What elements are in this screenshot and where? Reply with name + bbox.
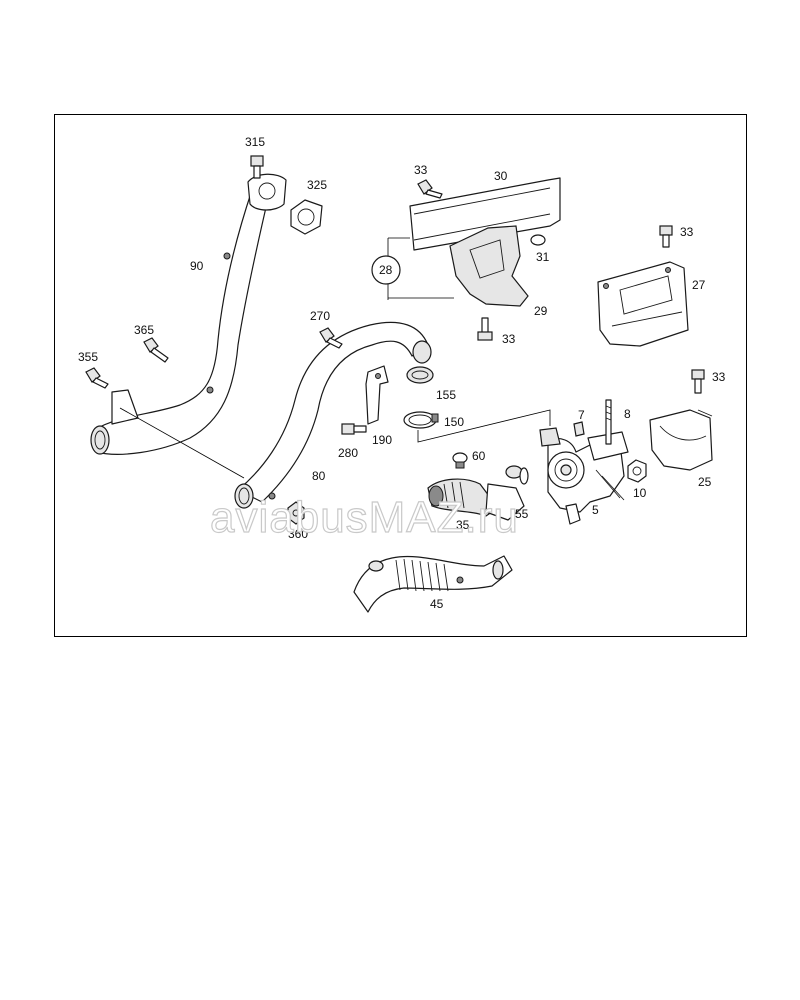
callout-30: 30 [494, 169, 508, 183]
bolt-33-top [417, 179, 443, 199]
heat-shield-25 [649, 409, 713, 471]
pipe-90 [90, 173, 287, 455]
heat-shield-27 [597, 261, 689, 347]
bolt-315 [250, 155, 264, 179]
fitting-7 [573, 421, 585, 437]
callout-190: 190 [372, 433, 392, 447]
callout-33-right-top: 33 [680, 225, 694, 239]
callout-35: 35 [456, 518, 470, 532]
diagram-frame [54, 114, 747, 637]
callout-5: 5 [592, 503, 599, 517]
callout-33-mid: 33 [502, 332, 516, 346]
callout-33-top: 33 [414, 163, 428, 177]
callout-33-right: 33 [712, 370, 726, 384]
callout-270: 270 [310, 309, 330, 323]
pipe-80 [234, 321, 432, 509]
bolt-33-right [691, 369, 705, 394]
callout-355: 355 [78, 350, 98, 364]
hose-55 [485, 465, 529, 521]
bolt-33-right-top [659, 225, 673, 248]
callout-31: 31 [536, 250, 550, 264]
callout-28: 28 [379, 263, 393, 277]
callout-55: 55 [515, 507, 529, 521]
bolt-280 [341, 423, 367, 435]
bracket-190 [365, 365, 389, 425]
clip-31 [530, 234, 546, 246]
callout-29: 29 [534, 304, 548, 318]
callout-360: 360 [288, 527, 308, 541]
callout-8: 8 [624, 407, 631, 421]
clamp-150 [403, 411, 439, 429]
callout-80: 80 [312, 469, 326, 483]
bolt-365 [143, 337, 169, 363]
callout-325: 325 [307, 178, 327, 192]
nut-10 [627, 459, 647, 483]
bolt-33-mid [477, 317, 493, 341]
bolt-270 [319, 327, 343, 349]
nut-360 [287, 501, 305, 525]
callout-365: 365 [134, 323, 154, 337]
callout-60: 60 [472, 449, 486, 463]
watermark-text: aviabusMAZ.ru [210, 493, 519, 542]
callout-25: 25 [698, 475, 712, 489]
callout-155: 155 [436, 388, 456, 402]
callout-45: 45 [430, 597, 444, 611]
hose-45 [353, 555, 513, 613]
stud-8 [605, 399, 612, 445]
callout-10: 10 [633, 486, 647, 500]
callout-90: 90 [190, 259, 204, 273]
heat-shield-29 [449, 225, 529, 307]
callout-280: 280 [338, 446, 358, 460]
callout-7: 7 [578, 408, 585, 422]
seal-155 [406, 366, 434, 384]
bolt-355 [85, 367, 109, 389]
callout-circle-28 [371, 255, 401, 285]
heat-shield-30 [409, 177, 561, 251]
callout-27: 27 [692, 278, 706, 292]
turbocharger-5 [539, 427, 629, 525]
gasket-325 [290, 199, 323, 235]
callout-150: 150 [444, 415, 464, 429]
clamp-60 [452, 452, 468, 469]
callout-315: 315 [245, 135, 265, 149]
